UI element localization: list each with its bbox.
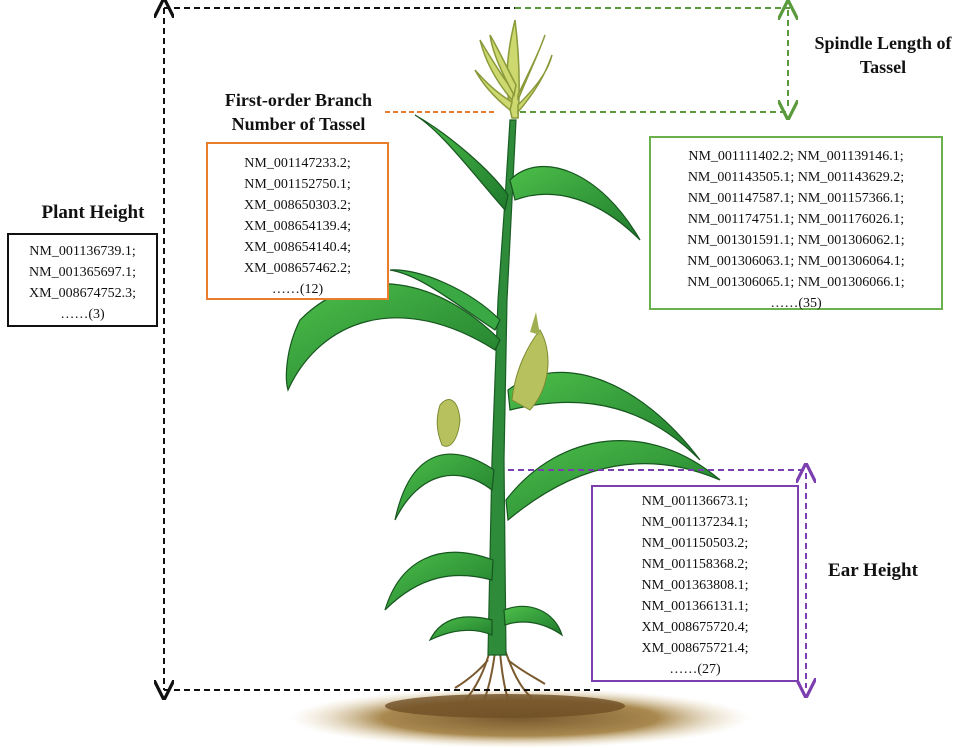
gene-entry: NM_001306063.1; NM_001306064.1; [687, 254, 905, 269]
gene-entry: NM_001366131.1; [641, 599, 749, 614]
gene-entry: NM_001147233.2; [244, 156, 351, 171]
leaves [285, 114, 721, 642]
gene-count: ……(12) [271, 282, 324, 297]
gene-count: ……(27) [669, 662, 721, 677]
gene-entry: NM_001174751.1; NM_001176026.1; [687, 212, 905, 227]
gene-entry: NM_001363808.1; [641, 578, 749, 593]
ear-height-indicator [508, 470, 810, 688]
gene-entry: NM_001158368.2; [641, 557, 749, 572]
stalk [487, 119, 517, 656]
gene-count: ……(3) [60, 307, 105, 322]
gene-entry: NM_001365697.1; [29, 265, 136, 280]
branch-number-label: First-order Branch Number of Tassel [196, 88, 401, 136]
gene-entry: XM_008675720.4; [641, 620, 749, 635]
tassel [474, 19, 553, 119]
spindle-length-label: Spindle Length of Tassel [797, 31, 969, 79]
gene-entry: XM_008650303.2; [244, 198, 351, 213]
gene-entry: NM_001136673.1; [641, 494, 749, 509]
gene-entry: NM_001152750.1; [244, 177, 351, 192]
ear-upper [511, 312, 549, 411]
roots [454, 649, 546, 706]
spindle-length-label-line1: Spindle Length of [814, 33, 952, 53]
gene-entry: XM_008654139.4; [244, 219, 351, 234]
gene-entry: NM_001147587.1; NM_001157366.1; [687, 191, 905, 206]
ear-lower [436, 399, 461, 447]
branch-number-label-line2: Number of Tassel [231, 114, 366, 134]
branch-number-label-line1: First-order Branch [224, 90, 373, 110]
branch-number-gene-box: NM_001147233.2; NM_001152750.1; XM_00865… [206, 142, 389, 300]
gene-entry: NM_001136739.1; [29, 244, 136, 259]
ear-height-label: Ear Height [828, 560, 918, 581]
spindle-length-indicator [515, 8, 790, 112]
gene-entry: NM_001137234.1; [641, 515, 749, 530]
gene-entry: NM_001301591.1; NM_001306062.1; [687, 233, 905, 248]
gene-entry: XM_008674752.3; [29, 286, 136, 301]
gene-entry: XM_008675721.4; [641, 641, 749, 656]
gene-count: ……(35) [770, 296, 822, 311]
plant-height-label: Plant Height [41, 202, 145, 223]
gene-entry: NM_001150503.2; [641, 536, 749, 551]
gene-entry: NM_001306065.1; NM_001306066.1; [687, 275, 905, 290]
gene-entry: NM_001111402.2; NM_001139146.1; [688, 149, 904, 164]
gene-entry: XM_008657462.2; [244, 261, 351, 276]
plant-height-indicator [164, 8, 600, 690]
plant-height-gene-box: NM_001136739.1; NM_001365697.1; XM_00867… [7, 233, 158, 327]
spindle-length-label-line2: Tassel [859, 57, 907, 77]
soil-top [385, 694, 625, 718]
ear-height-gene-box: NM_001136673.1; NM_001137234.1; NM_00115… [591, 485, 799, 682]
spindle-length-gene-box: NM_001111402.2; NM_001139146.1; NM_00114… [649, 136, 943, 311]
gene-entry: XM_008654140.4; [244, 240, 351, 255]
gene-entry: NM_001143505.1; NM_001143629.2; [687, 170, 905, 185]
